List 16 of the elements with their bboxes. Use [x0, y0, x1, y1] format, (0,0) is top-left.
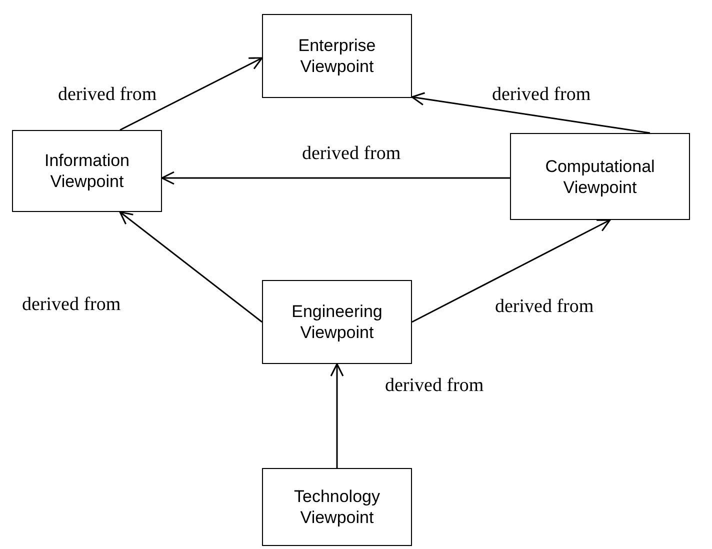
arrow	[120, 57, 263, 131]
viewpoint-name: Information Viewpoint	[43, 150, 131, 192]
arrow	[330, 363, 344, 468]
viewpoint-box	[262, 468, 412, 546]
arrow	[411, 92, 650, 134]
arrow	[161, 171, 510, 185]
viewpoint-name: Engineering Viewpoint	[290, 301, 384, 343]
arrow	[412, 219, 611, 323]
viewpoint-box	[262, 280, 412, 364]
viewpoint-box	[12, 130, 162, 212]
viewpoint-name: Computational Viewpoint	[544, 156, 656, 198]
viewpoint-name: Enterprise Viewpoint	[297, 35, 377, 77]
viewpoint-box	[510, 133, 690, 220]
arrow	[119, 211, 262, 323]
viewpoint-box	[262, 14, 412, 98]
viewpoint-name: Technology Viewpoint	[292, 486, 381, 528]
